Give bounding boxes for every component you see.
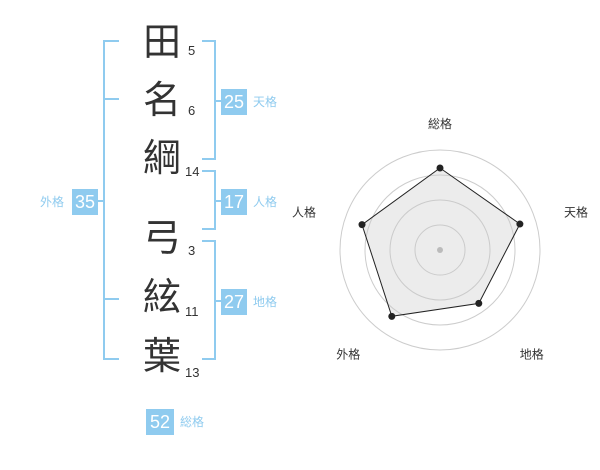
tenkaku-badge: 25	[221, 89, 247, 115]
name-char-5: 絃	[142, 275, 181, 319]
name-char-3: 綱	[142, 136, 181, 180]
stroke-count-5: 11	[185, 304, 199, 319]
radar-point-3	[475, 299, 483, 307]
radar-ring-2	[389, 199, 491, 301]
name-char-4: 弓	[142, 216, 181, 260]
radar-point-4	[388, 312, 396, 320]
stroke-count-2: 6	[188, 103, 196, 118]
jinkaku-connector	[215, 200, 221, 202]
radar-axis-label-5: 人格	[292, 204, 316, 219]
radar-axis-label-4: 外格	[336, 347, 360, 362]
gaikaku-badge: 35	[72, 189, 98, 215]
name-char-1: 田	[142, 20, 181, 64]
stroke-count-3: 14	[185, 164, 200, 179]
radar-ring-4	[339, 149, 541, 351]
gaikaku-tick-top	[105, 98, 119, 100]
name-char-2: 名	[142, 78, 181, 122]
radar-axis-label-2: 天格	[564, 204, 588, 219]
soukaku-badge: 52	[146, 409, 174, 435]
gaikaku-bracket	[103, 40, 119, 360]
chikaku-label: 地格	[253, 295, 278, 309]
soukaku-label: 総格	[180, 415, 205, 429]
radar-ring-1	[414, 224, 466, 276]
gaikaku-tick-bottom	[105, 298, 119, 300]
jinkaku-badge: 17	[221, 189, 247, 215]
radar-point-1	[436, 164, 444, 172]
stroke-count-4: 3	[188, 243, 196, 258]
chikaku-connector	[215, 300, 221, 302]
radar-axis-label-3: 地格	[520, 347, 544, 362]
chikaku-badge: 27	[221, 289, 247, 315]
stroke-count-6: 13	[185, 365, 200, 380]
stroke-count-1: 5	[188, 43, 196, 58]
radar-polygon	[361, 167, 521, 317]
radar-point-2	[516, 220, 524, 228]
radar-ring-3	[364, 174, 516, 326]
tenkaku-label: 天格	[253, 95, 278, 109]
gaikaku-connector	[98, 200, 104, 202]
radar-point-5	[358, 221, 366, 229]
gaikaku-label: 外格	[40, 195, 65, 209]
name-char-6: 葉	[142, 334, 181, 378]
jinkaku-label: 人格	[253, 195, 278, 209]
radar-center-dot	[437, 247, 443, 253]
radar-axis-label-1: 総格	[428, 116, 452, 131]
tenkaku-connector	[215, 100, 221, 102]
